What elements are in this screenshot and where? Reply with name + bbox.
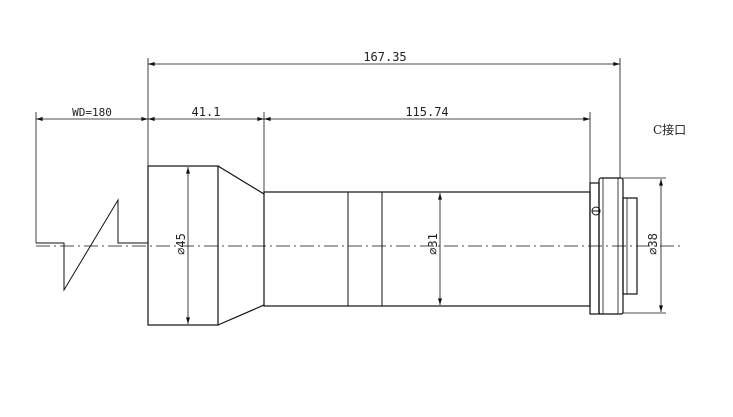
c-mount-section bbox=[589, 177, 638, 315]
total-length-label: 167.35 bbox=[363, 50, 406, 64]
dimension-total-length: 167.35 bbox=[148, 50, 620, 66]
body-diameter-label: ⌀31 bbox=[426, 233, 440, 255]
dimension-working-distance: WD=180 bbox=[36, 106, 148, 121]
lens-front-section bbox=[147, 165, 265, 326]
dimension-body-length: 115.74 bbox=[264, 105, 590, 121]
extension-lines bbox=[35, 58, 666, 314]
working-distance-label: WD=180 bbox=[72, 106, 112, 119]
dimension-front-diameter: ⌀45 bbox=[174, 167, 190, 324]
dimension-mount-diameter: ⌀38 bbox=[646, 179, 663, 312]
body-length-label: 115.74 bbox=[405, 105, 448, 119]
front-section-label: 41.1 bbox=[192, 105, 221, 119]
dimension-front-section: 41.1 bbox=[148, 105, 264, 121]
wd-break-symbol bbox=[36, 198, 148, 292]
mount-type-label: C接口 bbox=[653, 122, 686, 137]
dimension-body-diameter: ⌀31 bbox=[426, 193, 442, 305]
front-diameter-label: ⌀45 bbox=[174, 233, 188, 255]
mount-diameter-label: ⌀38 bbox=[646, 233, 660, 255]
